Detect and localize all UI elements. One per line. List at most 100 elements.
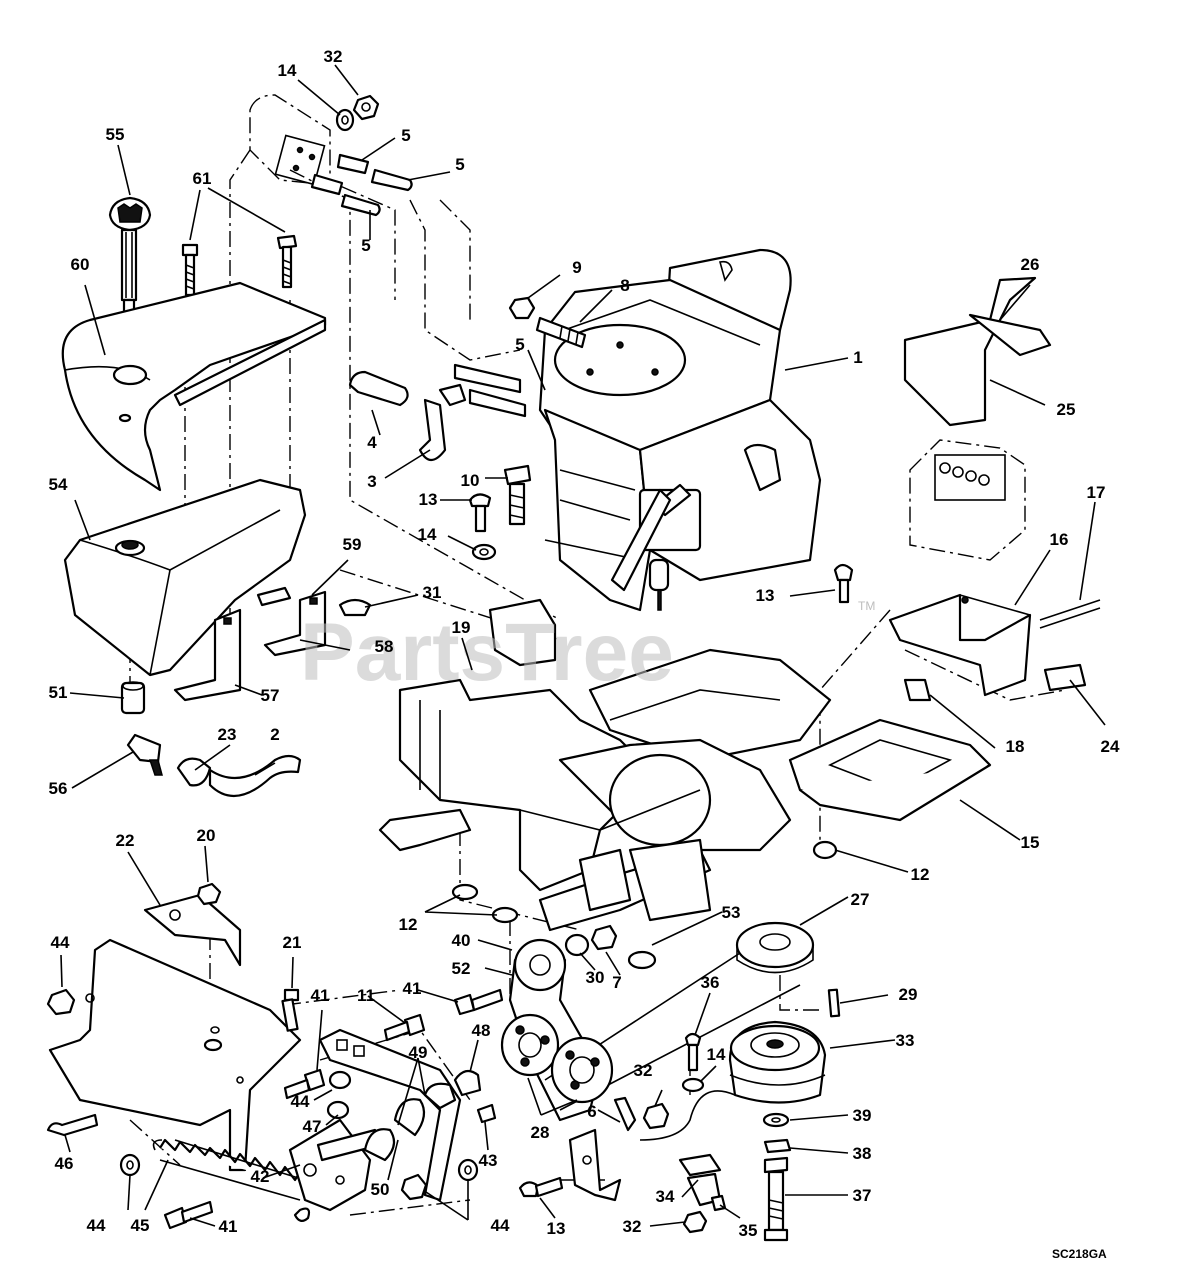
callout-41b: 41 [311, 986, 330, 1005]
diagram-code: SC218GA [1052, 1247, 1107, 1261]
callout-13b: 13 [756, 586, 775, 605]
callout-13a: 13 [419, 490, 438, 509]
callout-24: 24 [1101, 737, 1120, 756]
callout-44a: 44 [51, 933, 70, 952]
callout-6: 6 [587, 1102, 596, 1121]
callout-1: 1 [853, 348, 862, 367]
callout-44c: 44 [87, 1216, 106, 1235]
callout-32b: 32 [634, 1061, 653, 1080]
callout-21: 21 [283, 933, 302, 952]
callout-4: 4 [367, 433, 377, 452]
callout-33: 33 [896, 1031, 915, 1050]
callout-5c: 5 [361, 236, 370, 255]
pulleys-belt [500, 921, 815, 1122]
callout-2: 2 [270, 725, 279, 744]
pedal-bracket [46, 882, 302, 1172]
fuel-fittings [310, 153, 413, 217]
engine-hardware [348, 296, 854, 604]
callout-55: 55 [106, 125, 125, 144]
tank-cover-60 [61, 281, 327, 492]
callout-48: 48 [472, 1021, 491, 1040]
callout-60: 60 [71, 255, 90, 274]
callout-11: 11 [357, 986, 375, 1005]
callout-50: 50 [371, 1180, 390, 1199]
spring-45 [119, 1138, 311, 1222]
pto-clutch [568, 988, 841, 1242]
callout-51: 51 [49, 683, 68, 702]
callout-30: 30 [586, 968, 605, 987]
callout-22: 22 [116, 831, 135, 850]
callout-14b: 14 [418, 525, 437, 544]
callout-46: 46 [55, 1154, 74, 1173]
callout-12b: 12 [911, 865, 930, 884]
idler-arms [288, 1028, 497, 1212]
callout-58: 58 [375, 637, 394, 656]
footrest-15 [788, 718, 992, 822]
ignition-switch [249, 94, 331, 186]
callout-15: 15 [1021, 833, 1040, 852]
callout-14a: 14 [278, 61, 297, 80]
callout-12a: 12 [399, 915, 418, 934]
callout-42: 42 [251, 1167, 270, 1186]
callout-31: 31 [423, 583, 442, 602]
callout-3: 3 [367, 472, 376, 491]
engine-1 [538, 248, 822, 612]
callout-26: 26 [1021, 255, 1040, 274]
callout-44b: 44 [291, 1092, 310, 1111]
callout-44d: 44 [491, 1216, 510, 1235]
callout-41a: 41 [403, 979, 422, 998]
leader-lines [60, 64, 1106, 1227]
callout-49: 49 [409, 1043, 428, 1062]
callout-39: 39 [853, 1106, 872, 1125]
callout-13c: 13 [547, 1219, 566, 1238]
callout-35: 35 [739, 1221, 758, 1240]
callout-7: 7 [612, 973, 621, 992]
callout-8: 8 [620, 276, 629, 295]
callout-43: 43 [479, 1151, 498, 1170]
callout-40: 40 [452, 931, 471, 950]
callout-53: 53 [722, 903, 741, 922]
callout-57: 57 [261, 686, 280, 705]
battery-cover [903, 276, 1052, 561]
callout-34: 34 [656, 1187, 675, 1206]
bolts-misc [163, 988, 564, 1230]
callout-41c: 41 [219, 1217, 238, 1236]
callout-47: 47 [303, 1117, 322, 1136]
watermark-text: PartsTree [300, 607, 674, 698]
callout-14c: 14 [707, 1045, 726, 1064]
callout-17: 17 [1087, 483, 1106, 502]
callout-16: 16 [1050, 530, 1069, 549]
callout-5d: 5 [515, 335, 524, 354]
callout-19: 19 [452, 618, 471, 637]
callout-38: 38 [853, 1144, 872, 1163]
fuel-line-parts [120, 681, 302, 798]
callout-29: 29 [899, 985, 918, 1004]
callout-20: 20 [197, 826, 216, 845]
callout-10: 10 [461, 471, 480, 490]
callout-5b: 5 [455, 155, 464, 174]
callout-5a: 5 [401, 126, 410, 145]
callout-18: 18 [1006, 737, 1025, 756]
callout-36: 36 [701, 973, 720, 992]
callout-25: 25 [1057, 400, 1076, 419]
watermark: PartsTree TM [300, 599, 875, 698]
callout-45: 45 [131, 1216, 150, 1235]
callout-23: 23 [218, 725, 237, 744]
callout-32c: 32 [623, 1217, 642, 1236]
fuel-cap-gauge [108, 196, 152, 314]
callout-9: 9 [572, 258, 581, 277]
tank-brackets [173, 586, 372, 702]
watermark-trademark: TM [858, 599, 875, 613]
callout-37: 37 [853, 1186, 872, 1205]
main-frame [378, 598, 832, 932]
callout-54: 54 [49, 475, 68, 494]
battery-plate-16 [888, 593, 1101, 702]
washer-14-top [335, 108, 355, 132]
callout-59: 59 [343, 535, 362, 554]
callout-32a: 32 [324, 47, 343, 66]
callout-52: 52 [452, 959, 471, 978]
callout-61: 61 [193, 169, 212, 188]
hex-nut-32-top [352, 94, 380, 121]
